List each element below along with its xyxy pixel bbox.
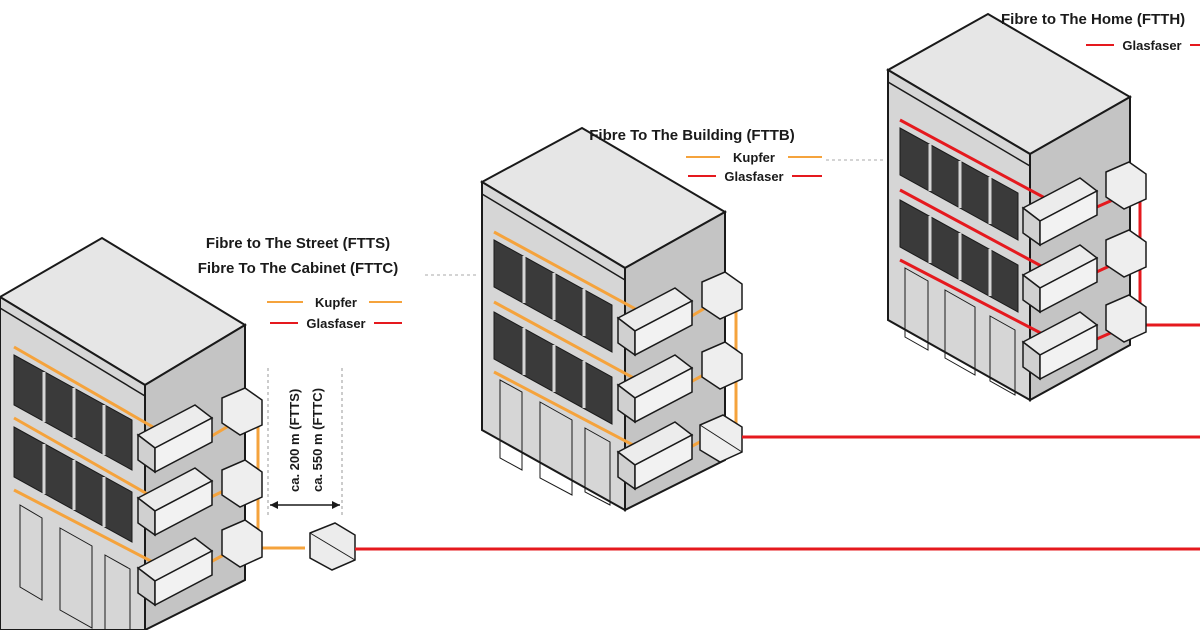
wall-box xyxy=(221,519,263,568)
legend-fiber-label: Glasfaser xyxy=(724,169,783,184)
network-switch xyxy=(616,421,694,491)
network-switch xyxy=(1021,244,1099,314)
wall-box xyxy=(221,459,263,508)
legend-fiber: Glasfaser xyxy=(270,316,402,331)
distance-label-ftts: ca. 200 m (FTTS) xyxy=(287,389,302,492)
building-fttc xyxy=(0,236,305,630)
distance-label-fttc: ca. 550 m (FTTC) xyxy=(310,388,325,492)
network-switch xyxy=(136,467,214,537)
ftth-title: Fibre to The Home (FTTH) xyxy=(1001,11,1185,28)
wall-box xyxy=(701,271,743,320)
wall-box xyxy=(221,387,263,436)
building-ftth xyxy=(885,12,1200,402)
distance-marker xyxy=(267,368,343,515)
network-switch xyxy=(1021,177,1099,247)
wall-box xyxy=(701,341,743,390)
network-switch xyxy=(1021,311,1099,381)
legend-fiber-label: Glasfaser xyxy=(306,316,365,331)
fiber-trunk xyxy=(355,435,1200,551)
network-switch xyxy=(136,404,214,474)
street-cabinet xyxy=(309,522,356,571)
legend-copper: Kupfer xyxy=(267,295,402,310)
legend-fiber: Glasfaser xyxy=(688,169,822,184)
legend-copper: Kupfer xyxy=(686,150,822,165)
ground-floor-doors xyxy=(19,504,131,630)
fttb-title: Fibre To The Building (FTTB) xyxy=(589,127,795,144)
legend-copper-label: Kupfer xyxy=(315,295,357,310)
fttc-title-line1: Fibre to The Street (FTTS) xyxy=(206,235,390,252)
wall-box xyxy=(1105,294,1147,343)
legend-fiber: Glasfaser xyxy=(1086,38,1200,53)
legend-fiber-label: Glasfaser xyxy=(1122,38,1181,53)
wall-box xyxy=(1105,161,1147,210)
building-fttb xyxy=(479,126,743,512)
wall-box xyxy=(1105,229,1147,278)
network-switch xyxy=(136,537,214,607)
network-switch xyxy=(616,354,694,424)
legend-copper-label: Kupfer xyxy=(733,150,775,165)
fttc-title-line2: Fibre To The Cabinet (FTTC) xyxy=(198,260,399,277)
network-switch xyxy=(616,287,694,357)
